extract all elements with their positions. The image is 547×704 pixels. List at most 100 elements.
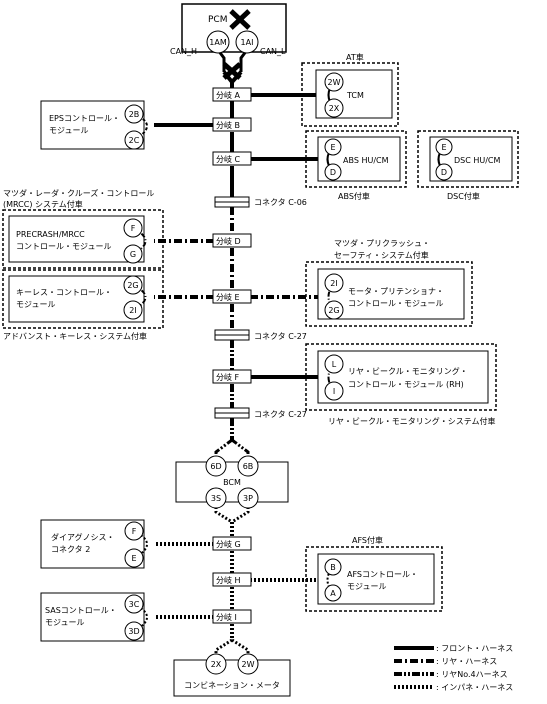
precrash-pin-2i: 2I [330, 279, 337, 288]
meter-pin-2w: 2W [242, 660, 255, 669]
pcm-fault-cross-icon [229, 9, 251, 30]
pcm-pin-1am: 1AM [209, 38, 227, 47]
sas-module: SASコントロール・ モジュール 3C 3D [40, 592, 148, 642]
bcm-pin-6d: 6D [210, 462, 221, 471]
eps-line2: モジュール [49, 126, 88, 135]
at-title: AT車 [346, 52, 364, 62]
dsc-note: DSC付車 [447, 191, 480, 201]
combination-meter: 2X 2W コンビネーション・メータ [173, 653, 291, 697]
afs-line1: AFSコントロール・ [347, 570, 418, 579]
keyless-line1: キーレス・コントロール・ [16, 288, 112, 297]
can-l-label: CAN_L [260, 47, 286, 56]
rvm-line1: リヤ・ビークル・モニタリング・ [348, 366, 468, 376]
bcm-pin-3p: 3P [243, 494, 253, 503]
tcm-label: TCM [346, 91, 364, 100]
trunk-wires [214, 49, 250, 656]
eps-module: EPSコントロール・ モジュール 2B 2C [40, 100, 148, 150]
bcm-pin-6b: 6B [243, 462, 254, 471]
legend-front: : フロント・ハーネス [436, 644, 513, 653]
split-c: 分岐 C [216, 154, 241, 164]
rvm-line2: コントロール・モジュール (RH) [348, 380, 464, 389]
eps-pin-2b: 2B [129, 110, 140, 119]
split-boxes [212, 87, 252, 624]
bcm-label: BCM [223, 478, 241, 487]
pcm-module: PCM 1AM 1AI CAN_H CAN_L [170, 3, 287, 80]
diag-pin-e: E [131, 554, 136, 563]
tcm-pin-2x: 2X [329, 104, 340, 113]
mrcc-line2: コントロール・モジュール [16, 242, 111, 251]
split-labels: 分岐 A 分岐 B 分岐 C 分岐 D 分岐 E 分岐 F 分岐 G 分岐 H … [216, 90, 241, 622]
mrcc-group: マツダ・レーダ・クルーズ・コントロール (MRCC) システム付車 PRECRA… [2, 188, 164, 269]
abs-group: E D ABS HU/CM ABS付車 [305, 130, 407, 201]
split-g: 分岐 G [216, 539, 241, 549]
legend: : フロント・ハーネス : リヤ・ハーネス : リヤNo.4ハーネス : インパ… [394, 644, 513, 692]
bcm-pin-3s: 3S [211, 494, 221, 503]
rvm-note: リヤ・ビークル・モニタリング・システム付車 [328, 416, 496, 426]
afs-line2: モジュール [347, 582, 386, 591]
sas-line1: SASコントロール・ [45, 606, 117, 615]
pcm-label: PCM [208, 15, 227, 25]
eps-line1: EPSコントロール・ [49, 114, 120, 123]
dsc-pin-e: E [441, 143, 446, 152]
tcm-group: AT車 2W 2X TCM [301, 52, 399, 127]
afs-pin-a: A [330, 589, 336, 598]
rvm-pin-l: L [332, 360, 337, 369]
sas-pin-3c: 3C [129, 600, 140, 609]
mrcc-pin-g: G [130, 250, 136, 259]
precrash-line2: コントロール・モジュール [348, 299, 443, 308]
can-h-label: CAN_H [170, 47, 197, 56]
connector-c27a-label: コネクタ C-27 [254, 332, 307, 341]
abs-pin-e: E [330, 143, 335, 152]
mrcc-note2: (MRCC) システム付車 [3, 199, 83, 209]
split-b: 分岐 B [216, 120, 240, 130]
rvm-pin-i: I [333, 387, 335, 396]
diag-line2: コネクタ 2 [51, 545, 90, 554]
mrcc-note1: マツダ・レーダ・クルーズ・コントロール [3, 188, 154, 198]
mrcc-pin-f: F [131, 224, 136, 233]
precrash-group: マツダ・プリクラッシュ・ セーフティ・システム付車 2I 2G モータ・プリテン… [305, 238, 473, 327]
wire-fault-cross-icon [222, 62, 242, 80]
diag-pin-f: F [132, 527, 137, 536]
diag-connector: ダイアグノシス・ コネクタ 2 F E [40, 519, 148, 569]
legend-rear4: : リヤNo.4ハーネス [436, 670, 508, 679]
keyless-pin-2g: 2G [127, 281, 138, 290]
afs-title: AFS付車 [352, 535, 383, 545]
diag-line1: ダイアグノシス・ [51, 532, 114, 542]
afs-pin-b: B [330, 563, 336, 572]
bcm-module: 6D 6B 3S 3P BCM [175, 455, 289, 509]
pcm-pin-1ai: 1AI [241, 38, 254, 47]
afs-group: AFS付車 B A AFSコントロール・ モジュール [305, 535, 443, 612]
split-d: 分岐 D [216, 236, 241, 246]
abs-label: ABS HU/CM [343, 156, 389, 165]
connector-c06-label: コネクタ C-06 [254, 198, 307, 207]
connector-c27-lower: コネクタ C-27 [214, 407, 307, 419]
precrash-note2: セーフティ・システム付車 [334, 250, 429, 260]
connector-c06: コネクタ C-06 [214, 196, 307, 208]
split-a: 分岐 A [216, 90, 241, 100]
precrash-line1: モータ・プリテンショナ・ [348, 287, 444, 296]
connector-c27-upper: コネクタ C-27 [214, 329, 307, 341]
dsc-group: E D DSC HU/CM DSC付車 [417, 130, 519, 201]
dsc-pin-d: D [441, 168, 447, 177]
split-f: 分岐 F [216, 372, 240, 382]
split-i: 分岐 I [216, 612, 237, 622]
legend-inpane: : インパネ・ハーネス [436, 683, 513, 692]
legend-rear: : リヤ・ハーネス [436, 657, 497, 666]
eps-pin-2c: 2C [129, 136, 140, 145]
keyless-line2: モジュール [16, 300, 55, 309]
connector-c27b-label: コネクタ C-27 [254, 410, 307, 419]
keyless-note: アドバンスト・キーレス・システム付車 [3, 331, 147, 341]
meter-label: コンビネーション・メータ [184, 681, 280, 690]
rvm-group: L I リヤ・ビークル・モニタリング・ コントロール・モジュール (RH) リヤ… [305, 343, 497, 426]
split-h: 分岐 H [216, 575, 241, 585]
meter-pin-2x: 2X [211, 660, 222, 669]
abs-note: ABS付車 [338, 191, 370, 201]
precrash-note1: マツダ・プリクラッシュ・ [334, 238, 430, 248]
keyless-pin-2i: 2I [129, 306, 136, 315]
sas-pin-3d: 3D [128, 627, 139, 636]
precrash-pin-2g: 2G [328, 306, 339, 315]
sas-line2: モジュール [45, 618, 84, 627]
dsc-label: DSC HU/CM [454, 156, 501, 165]
keyless-group: キーレス・コントロール・ モジュール 2G 2I アドバンスト・キーレス・システ… [2, 269, 164, 341]
